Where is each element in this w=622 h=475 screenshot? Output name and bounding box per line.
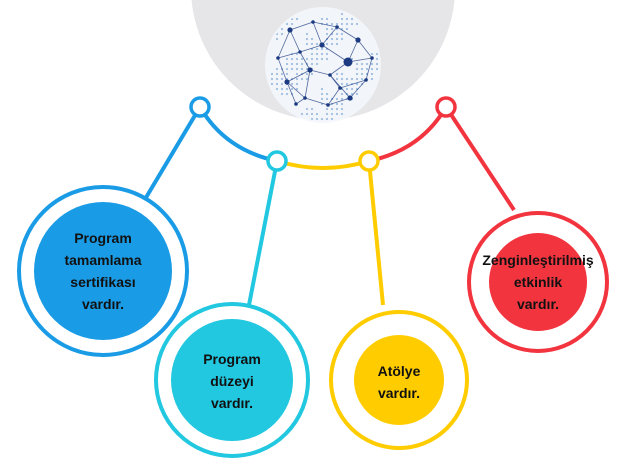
ring-blue [189,96,211,118]
node-blue [17,185,189,357]
stem-yellow [367,160,385,306]
node-yellow [329,310,469,450]
ring-yellow [358,150,380,172]
arc-yellow [276,159,370,170]
node-red-label: Zenginleştirilmiş etkinlik vardır. [482,252,594,312]
stem-cyan [247,160,279,306]
ring-cyan [266,150,288,172]
stems [133,105,516,306]
node-blue-label: Program tamamlama sertifikası vardır. [64,230,142,312]
arc-blue [198,105,278,163]
hub [191,0,455,123]
connector-rings [189,96,457,172]
globe-network-icon [265,7,381,123]
node-cyan [154,302,310,458]
node-yellow-label: Atölye vardır. [377,363,421,401]
node-red [467,211,609,353]
ring-red [435,96,457,118]
arc-red [368,105,448,163]
node-cyan-label: Program düzeyi vardır. [203,351,261,411]
stem-red [444,105,516,212]
